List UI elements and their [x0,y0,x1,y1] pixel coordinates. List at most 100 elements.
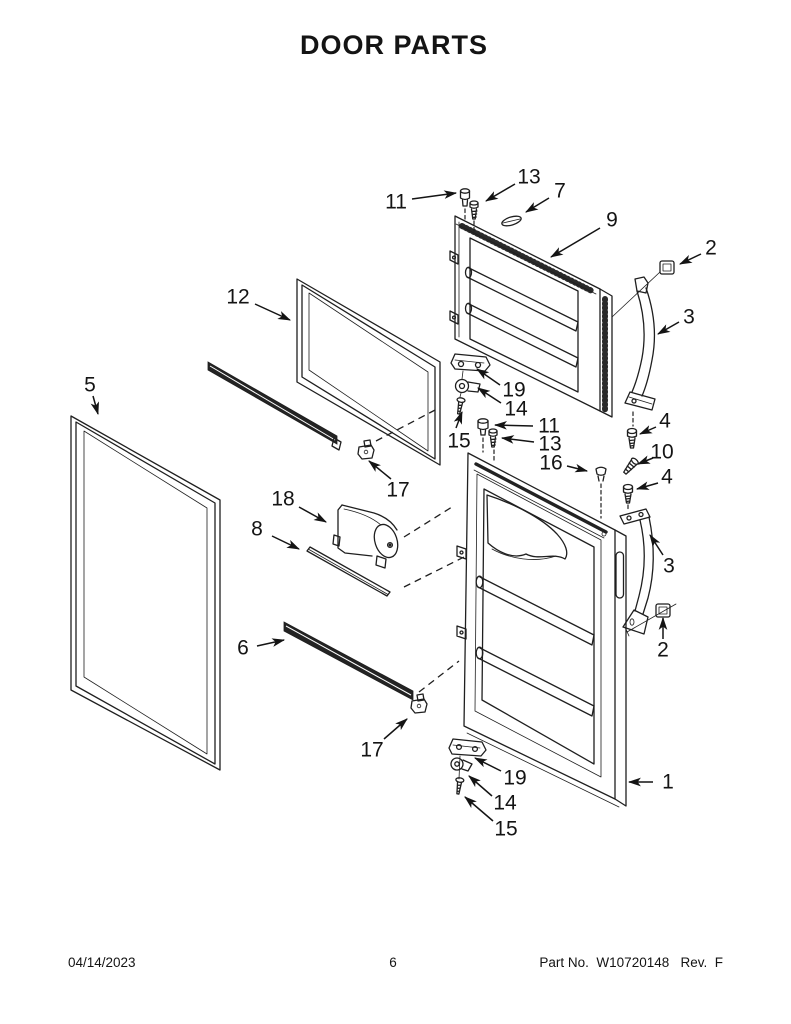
door-gasket-large [70,415,221,771]
part-number-label: 3 [683,306,695,329]
part-number-label: 4 [659,410,671,433]
hinge-cover-18 [332,504,399,569]
part-number-label: 5 [84,374,96,397]
hinge-cam-top [454,378,481,398]
leader-arrow [566,463,589,473]
screw-anchor-10 [623,457,639,475]
door-plug-16 [595,466,607,519]
callout-part-1: 1 [627,771,674,794]
callout-part-4: 4 [635,466,673,490]
part-number-label: 14 [493,792,517,815]
part-number-label: 2 [705,237,717,260]
callout-part-2: 2 [679,237,717,265]
callout-part-14: 14 [477,387,528,421]
part-number-label: 13 [538,433,561,456]
part-number-label: 11 [538,415,560,438]
door-plug-oval [501,215,522,227]
leader-arrow [271,535,300,550]
end-cap-17-bottom [410,693,428,714]
trim-strip-8 [306,546,391,597]
footer-part-info: Part No. W10720148 Rev. F [539,955,723,970]
hinge-bracket-bottom [448,738,487,780]
leader-arrow [368,460,392,480]
handle-screw-bottom [622,483,634,512]
hinge-screw-top [456,397,466,415]
leader-arrow [500,435,535,444]
leader-arrow [90,395,99,416]
leader-arrow [256,638,286,647]
callout-part-4: 4 [639,410,671,435]
freezer-screw-hex [469,200,479,232]
freezer-screw-shoulder [459,188,471,223]
part-number-label: 9 [606,209,618,232]
callout-part-9: 9 [550,209,618,258]
part-number-label: 15 [494,818,517,841]
freezer-trim-strip [207,361,342,451]
page-title: DOOR PARTS [300,30,488,60]
callout-part-3: 3 [649,534,675,578]
leader-arrow [477,387,502,404]
part-number-label: 18 [271,488,294,511]
part-number-label: 14 [504,398,528,421]
leader-arrow [453,410,463,429]
leader-arrow [657,321,680,335]
callout-part-12: 12 [226,286,291,321]
clip-bottom [626,603,677,633]
leader-arrow [468,775,493,797]
part-number-label: 17 [360,739,383,762]
footer-date: 04/14/2023 [68,955,136,970]
callout-part-13: 13 [485,166,541,202]
callout-part-15: 15 [447,410,471,453]
leader-arrow [383,718,408,740]
hinge-screw-bottom [455,777,465,795]
callout-part-17: 17 [360,718,408,762]
callout-part-3: 3 [657,306,695,335]
callout-part-11: 11 [493,415,560,438]
part-number-label: 2 [657,639,669,662]
freezer-door [449,215,613,418]
hinge-bracket-top [450,353,491,380]
leader-arrow [639,425,657,435]
part-number-label: 15 [447,430,470,453]
part-number-label: 19 [503,767,526,790]
callout-part-10: 10 [636,441,674,465]
leader-arrow [476,368,501,386]
callout-part-7: 7 [525,180,566,213]
trim-strip-6 [283,621,414,701]
part-number-label: 3 [663,555,675,578]
leader-arrow [411,190,458,200]
callout-part-15: 15 [464,796,518,841]
part-number-label: 10 [650,441,673,464]
leader-arrow [485,183,516,202]
end-cap-17-top [357,439,375,460]
part-number-label: 11 [385,191,407,214]
part-number-label: 1 [662,771,674,794]
part-number-label: 19 [502,379,525,402]
leader-arrow [464,796,494,822]
callout-part-19: 19 [476,368,526,402]
callout-part-16: 16 [539,452,589,475]
fridge-screw-hex [488,428,498,463]
leader-arrow [254,303,291,321]
callout-part-6: 6 [237,637,286,660]
fridge-screw-shoulder [477,418,489,453]
part-number-label: 6 [237,637,249,660]
callout-part-17: 17 [368,460,410,502]
clip-top [611,260,675,318]
footer-page-number: 6 [389,955,397,970]
leader-arrow [636,455,654,465]
leader-arrow [550,227,601,258]
callout-part-19: 19 [474,757,527,790]
callout-part-2: 2 [657,616,669,662]
leader-arrow [298,506,327,523]
handle-trim-bottom [619,508,654,637]
callout-part-14: 14 [468,775,517,815]
callout-part-13: 13 [500,433,562,456]
part-number-label: 16 [539,452,562,475]
callout-part-5: 5 [84,374,99,416]
callout-part-18: 18 [271,488,327,523]
handle-trim-top [624,276,656,427]
